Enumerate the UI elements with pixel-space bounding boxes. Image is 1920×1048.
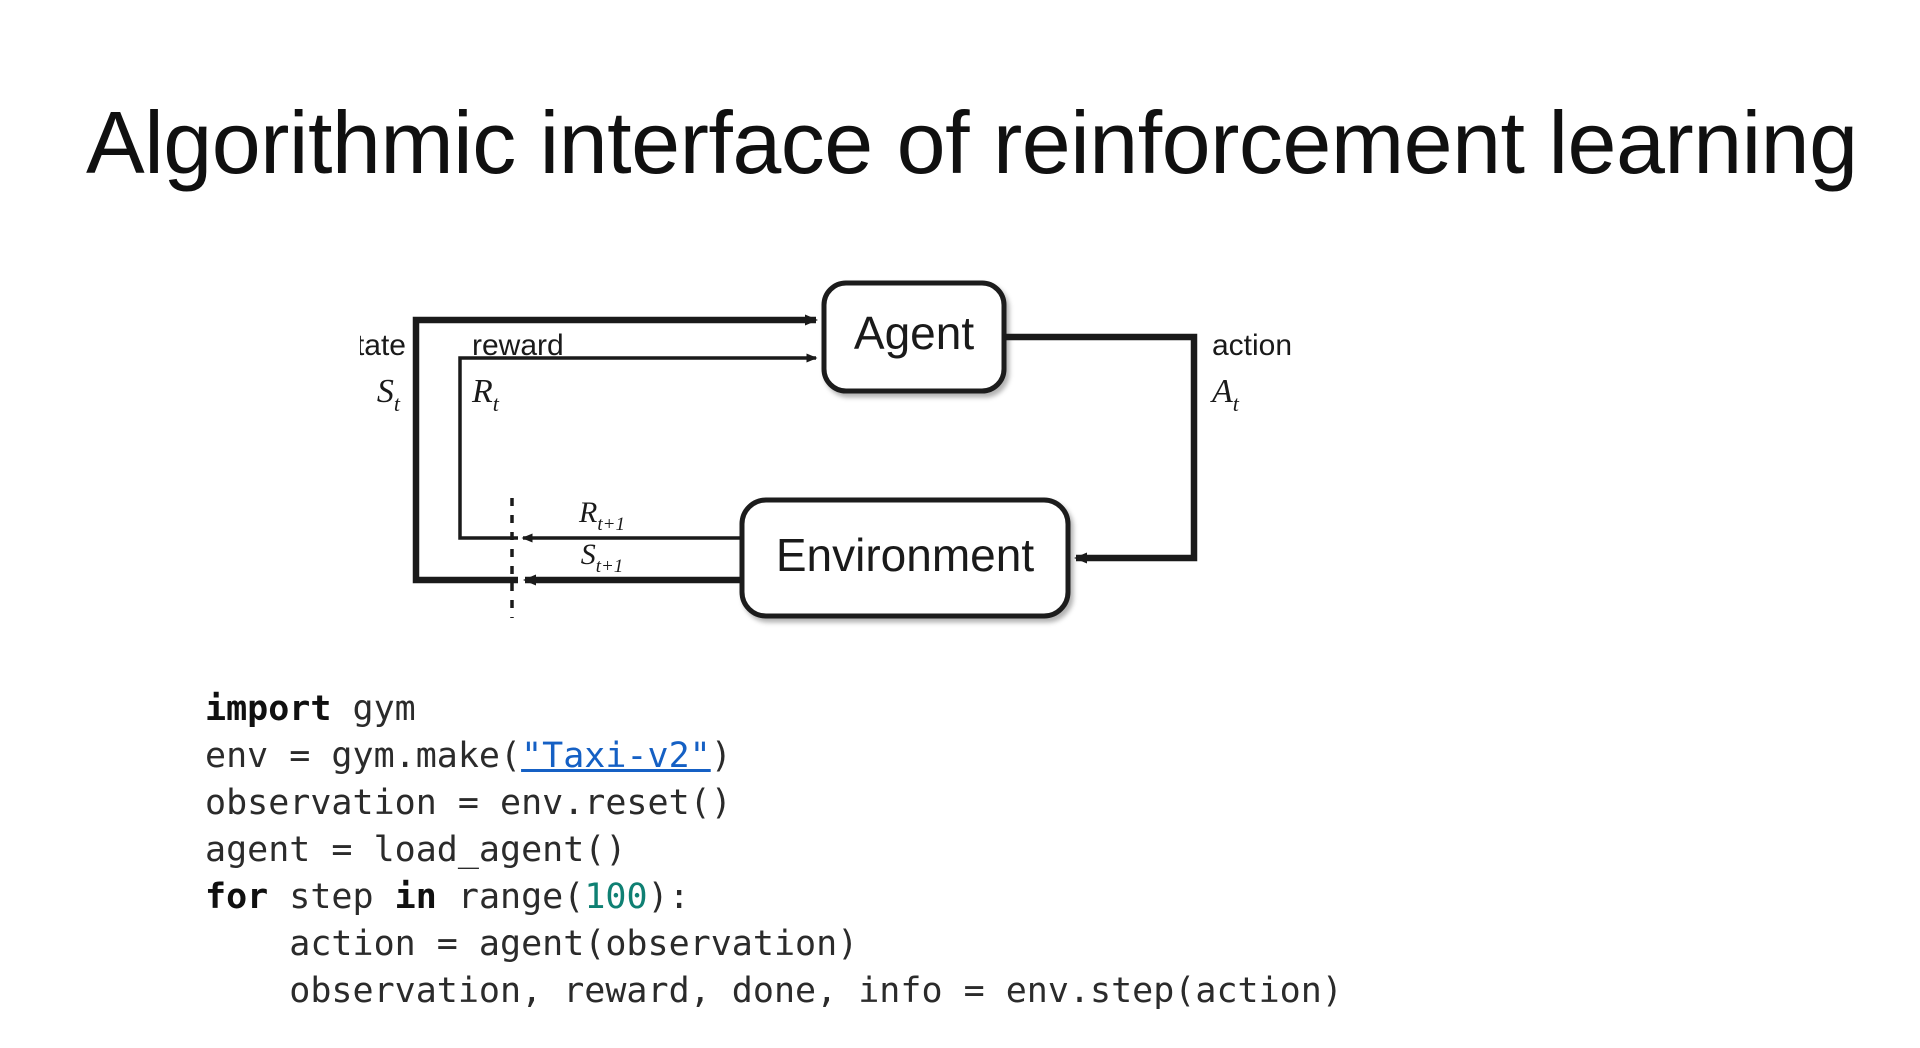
code-line: observation = env.reset()	[205, 780, 1343, 827]
code-line: action = agent(observation)	[205, 921, 1343, 968]
code-text: agent = load_agent()	[205, 830, 627, 870]
agent-label: Agent	[854, 307, 974, 359]
code-line: for step in range(100):	[205, 874, 1343, 921]
reward-arrow-path	[458, 353, 818, 540]
next-reward-label-symbol: Rt+1	[578, 496, 625, 535]
next-reward-label-group: Rt+1	[578, 496, 625, 535]
code-text: ):	[647, 877, 690, 917]
code-line: agent = load_agent()	[205, 827, 1343, 874]
code-line: import gym	[205, 686, 1343, 733]
code-keyword: import	[205, 689, 332, 729]
code-text: step	[268, 877, 395, 917]
next-state-label-group: St+1	[581, 538, 624, 577]
code-text: observation, reward, done, info = env.st…	[205, 971, 1343, 1011]
code-number: 100	[584, 877, 648, 917]
reward-label-symbol: Rt	[471, 373, 500, 416]
next-state-label-symbol: St+1	[581, 538, 624, 577]
state-label-group: state St	[360, 329, 406, 416]
code-line: env = gym.make("Taxi-v2")	[205, 733, 1343, 780]
code-text: )	[710, 736, 732, 776]
state-label-word: state	[360, 329, 406, 362]
rl-loop-diagram: Agent Environment state St reward Rt	[360, 250, 1540, 650]
code-keyword: for	[205, 877, 269, 917]
state-arrow-path	[412, 314, 818, 584]
state-label-symbol: St	[377, 373, 401, 416]
code-link-env-id[interactable]: "Taxi-v2"	[521, 736, 711, 776]
action-label-symbol: At	[1210, 373, 1240, 416]
environment-label: Environment	[776, 529, 1034, 581]
reward-label-group: reward Rt	[471, 329, 564, 416]
node-agent: Agent	[821, 280, 1007, 394]
code-text: gym	[331, 689, 416, 729]
code-keyword: in	[394, 877, 437, 917]
node-environment: Environment	[739, 497, 1071, 619]
rl-loop-svg: Agent Environment state St reward Rt	[360, 280, 1292, 619]
code-text: observation = env.reset()	[205, 783, 732, 823]
code-line: observation, reward, done, info = env.st…	[205, 968, 1343, 1015]
code-text: action = agent(observation)	[205, 924, 859, 964]
code-text: range(	[436, 877, 585, 917]
action-label-group: action At	[1210, 329, 1292, 416]
reward-label-word: reward	[472, 329, 564, 362]
action-arrow-path	[1004, 333, 1198, 564]
action-label-word: action	[1212, 329, 1292, 362]
environment-box	[739, 497, 1071, 619]
page-title: Algorithmic interface of reinforcement l…	[86, 92, 1858, 192]
code-text: env = gym.make(	[205, 736, 522, 776]
